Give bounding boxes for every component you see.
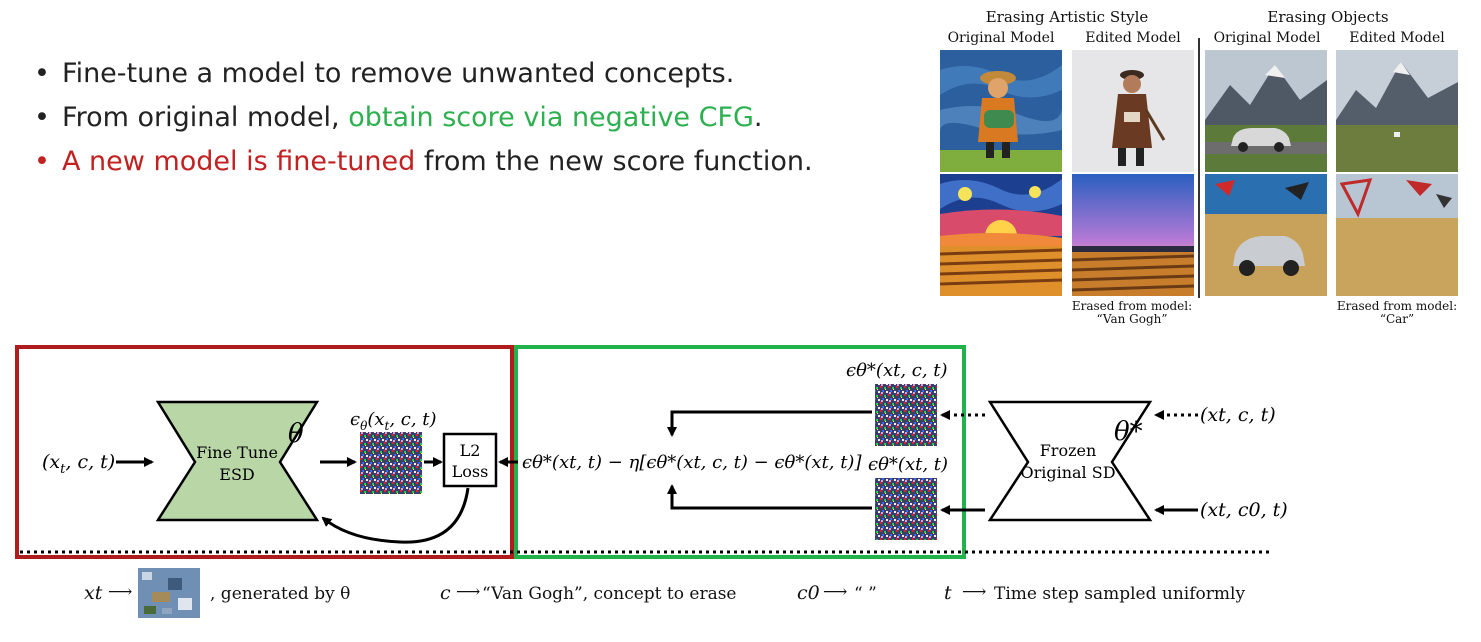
eps-theta-label: ϵθ(xt, c, t) (350, 409, 437, 433)
col-edited-1: Edited Model (1085, 30, 1181, 46)
style-caption: Erased from model: “Van Gogh” (1067, 300, 1197, 326)
red-finetune-box (15, 345, 514, 559)
bullet-2: • From original model, obtain score via … (34, 96, 914, 140)
erasing-examples-figure: Erasing Artistic Style Erasing Objects O… (935, 8, 1458, 348)
input-left: (xt, c, t) (42, 451, 115, 477)
starry-edited-image (1072, 174, 1194, 296)
negative-cfg-formula: ϵθ*(xt, t) − η[ϵθ*(xt, c, t) − ϵθ*(xt, t… (522, 452, 862, 473)
style-caption-line2: “Van Gogh” (1096, 312, 1168, 326)
bullet-3-suffix: from the new score function. (415, 146, 813, 177)
l2-loss-block (442, 432, 498, 488)
frozen-label-2: Original SD (1020, 463, 1115, 482)
bullet-dot: • (34, 146, 50, 177)
bullet-3-highlight: A new model is fine-tuned (62, 146, 416, 177)
figure-separator (1198, 38, 1200, 298)
notation-legend: xt ⟶ , generated by θ c ⟶ “Van Gogh”, co… (0, 568, 1481, 618)
car-original-image (1205, 50, 1327, 172)
bullet-list: • Fine-tune a model to remove unwanted c… (34, 52, 914, 184)
objects-caption-line1: Erased from model: (1336, 299, 1458, 313)
field-car-original-image (1205, 174, 1327, 296)
esd-diagram: (xt, c, t) Fine Tune ESD θ ϵθ(xt, c, t) … (15, 345, 1288, 559)
arrow-cond-to-formula (667, 410, 872, 437)
finetune-label-1: Fine Tune (196, 443, 278, 462)
col-original-1: Original Model (947, 30, 1055, 46)
eps-star-cond-label: ϵθ*(xt, c, t) (846, 360, 948, 381)
bullet-1: • Fine-tune a model to remove unwanted c… (34, 52, 914, 96)
input-right-bottom: (xt, c0, t) (1200, 499, 1288, 521)
legend-arrow-1: ⟶ (108, 582, 133, 602)
legend-xt: xt (84, 582, 103, 604)
eps-theta-noise-image (360, 432, 422, 494)
arrow-loss-feedback (321, 487, 470, 544)
legend-arrow-2: ⟶ (456, 582, 481, 602)
objects-title: Erasing Objects (1267, 8, 1389, 26)
starry-original-image (940, 174, 1062, 296)
col-edited-2: Edited Model (1349, 30, 1445, 46)
objects-caption: Erased from model: “Car” (1332, 300, 1462, 326)
vangogh-original-image (940, 50, 1062, 172)
theta-label: θ (288, 419, 304, 449)
finetune-label-2: ESD (219, 465, 254, 484)
eps-star-cond-noise-image (875, 384, 937, 446)
bullet-2-prefix: From original model, (62, 102, 349, 133)
col-original-2: Original Model (1213, 30, 1321, 46)
input-right-top: (xt, c, t) (1200, 404, 1276, 426)
bullet-dot: • (34, 58, 50, 89)
frozen-label-1: Frozen (1040, 441, 1097, 460)
eps-star-uncond-label: ϵθ*(xt, t) (868, 454, 948, 475)
bullet-dot: • (34, 102, 50, 133)
bullet-1-text: Fine-tune a model to remove unwanted con… (62, 58, 735, 89)
style-caption-line1: Erased from model: (1071, 299, 1193, 313)
theta-star-label: θ* (1114, 417, 1143, 447)
finetune-esd-block (155, 400, 320, 522)
xt-noisy-image (138, 568, 200, 618)
legend-c-desc: “Van Gogh”, concept to erase (482, 584, 737, 604)
legend-c0-desc: “ ” (854, 584, 877, 604)
legend-arrow-4: ⟶ (962, 582, 987, 602)
eps-star-uncond-noise-image (875, 478, 937, 540)
legend-arrow-3: ⟶ (823, 582, 848, 602)
legend-xt-desc: , generated by θ (210, 584, 351, 604)
legend-c0: c0 (797, 582, 820, 604)
bullet-2-highlight: obtain score via negative CFG (348, 102, 754, 133)
legend-t: t (944, 582, 952, 604)
style-title: Erasing Artistic Style (985, 8, 1149, 26)
loss-label-1: L2 (460, 441, 481, 460)
frozen-sd-block (987, 400, 1153, 522)
objects-caption-line2: “Car” (1379, 312, 1415, 326)
arrow-uncond-to-formula (667, 484, 872, 510)
field-car-edited-image (1336, 174, 1458, 296)
legend-c: c (440, 582, 451, 604)
loss-label-2: Loss (452, 462, 489, 481)
green-score-box (514, 345, 966, 559)
bullet-2-suffix: . (753, 102, 763, 133)
car-edited-image (1336, 50, 1458, 172)
legend-t-desc: Time step sampled uniformly (994, 584, 1246, 604)
bullet-3: • A new model is fine-tuned from the new… (34, 140, 914, 184)
vangogh-edited-image (1072, 50, 1194, 172)
